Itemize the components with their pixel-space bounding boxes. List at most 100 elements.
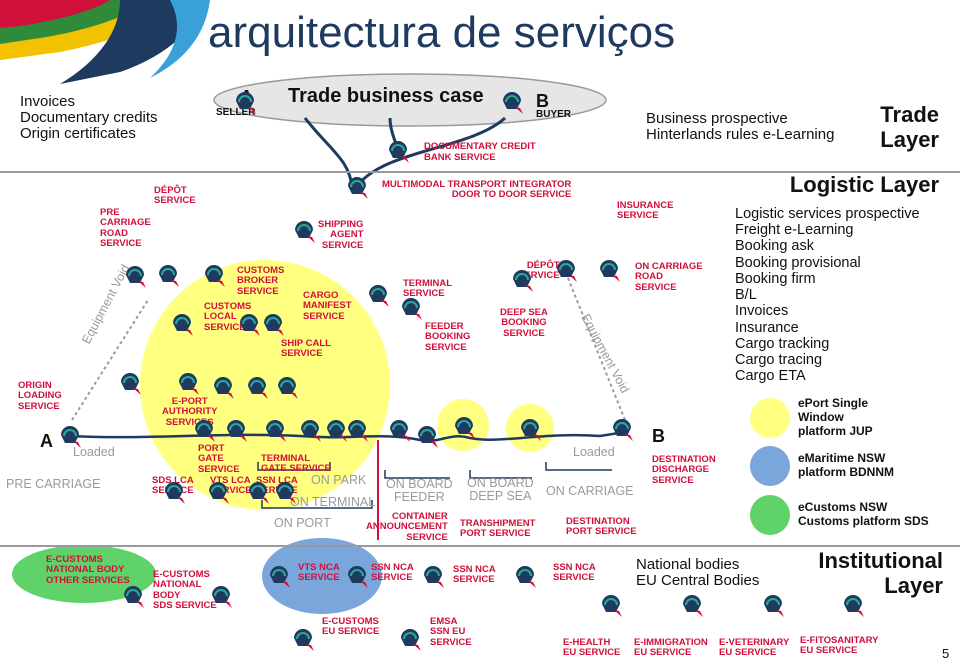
logistic-layer-title: Logistic Layer — [789, 172, 939, 197]
origin-dotted-link — [71, 299, 149, 421]
trade-layer-title-2: Layer — [880, 127, 939, 152]
page-number: 5 — [942, 646, 950, 661]
logistic-service-item: Cargo tracing — [735, 352, 823, 369]
legend-swatch-blue — [750, 446, 790, 486]
legend-swatch-green — [750, 495, 790, 535]
logistic-service-item: Logistic services prospective — [735, 206, 920, 222]
logistic-service-item: Freight e-Learning — [735, 222, 854, 239]
buyer-label: BUYER — [536, 109, 572, 120]
business-prospective: Business prospective — [646, 110, 788, 127]
eu-central-bodies: EU Central Bodies — [636, 572, 760, 589]
on-terminal-phase: ON TERMINAL — [290, 495, 376, 509]
logistic-service-item: Insurance — [735, 319, 799, 336]
national-bodies: National bodies — [636, 556, 740, 573]
trade-case-title: Trade business case — [288, 85, 484, 107]
trade-doc-origin: Origin certificates — [20, 125, 136, 142]
on-port-phase: ON PORT — [274, 516, 331, 530]
destination-letter-b: B — [652, 426, 665, 446]
loaded-left: Loaded — [73, 445, 115, 459]
hinterlands-rules: Hinterlands rules e-Learning — [646, 126, 835, 143]
flag-banner-graphic — [0, 0, 210, 84]
institutional-layer-title-2: Layer — [884, 573, 943, 598]
trade-logistic-separator — [0, 171, 960, 173]
seller-letter: A — [240, 87, 253, 107]
on-carriage-phase: ON CARRIAGE — [546, 484, 634, 498]
trade-link-curve-2 — [354, 116, 507, 189]
destination-dotted-link — [567, 277, 626, 421]
logistic-institutional-separator — [0, 545, 960, 547]
ecustoms-platform-region — [12, 545, 156, 603]
loaded-right: Loaded — [573, 445, 615, 459]
trade-layer-title-1: Trade — [880, 102, 939, 127]
eport-small-region-2 — [506, 404, 554, 452]
emaritime-platform-region — [262, 538, 382, 614]
logistic-service-item: Booking provisional — [735, 254, 861, 271]
logistic-service-item: Booking ask — [735, 238, 814, 255]
logistic-service-item: Cargo ETA — [735, 368, 806, 385]
logistic-service-item: Invoices — [735, 303, 789, 320]
on-park-phase: ON PARK — [311, 473, 367, 487]
doc-credit-label-2: BANK SERVICE — [424, 152, 496, 163]
seller-label: SELLER — [216, 107, 256, 118]
trade-link-curve-1 — [303, 117, 354, 189]
trade-doc-credits: Documentary credits — [20, 109, 158, 126]
eport-small-region-1 — [437, 399, 489, 451]
logistic-service-item: Booking firm — [735, 270, 816, 287]
phase-brackets — [257, 462, 612, 509]
trade-case-ellipse — [213, 73, 607, 127]
trade-doc-invoices: Invoices — [20, 93, 76, 110]
logistic-services-list: Logistic services prospective Freight e-… — [735, 206, 920, 385]
logistic-service-item: B/L — [735, 287, 757, 304]
institutional-layer-title-1: Institutional — [818, 548, 943, 573]
buyer-letter: B — [536, 91, 549, 111]
pre-carriage-phase: PRE CARRIAGE — [6, 477, 101, 491]
legend-swatch-yellow — [750, 397, 790, 438]
